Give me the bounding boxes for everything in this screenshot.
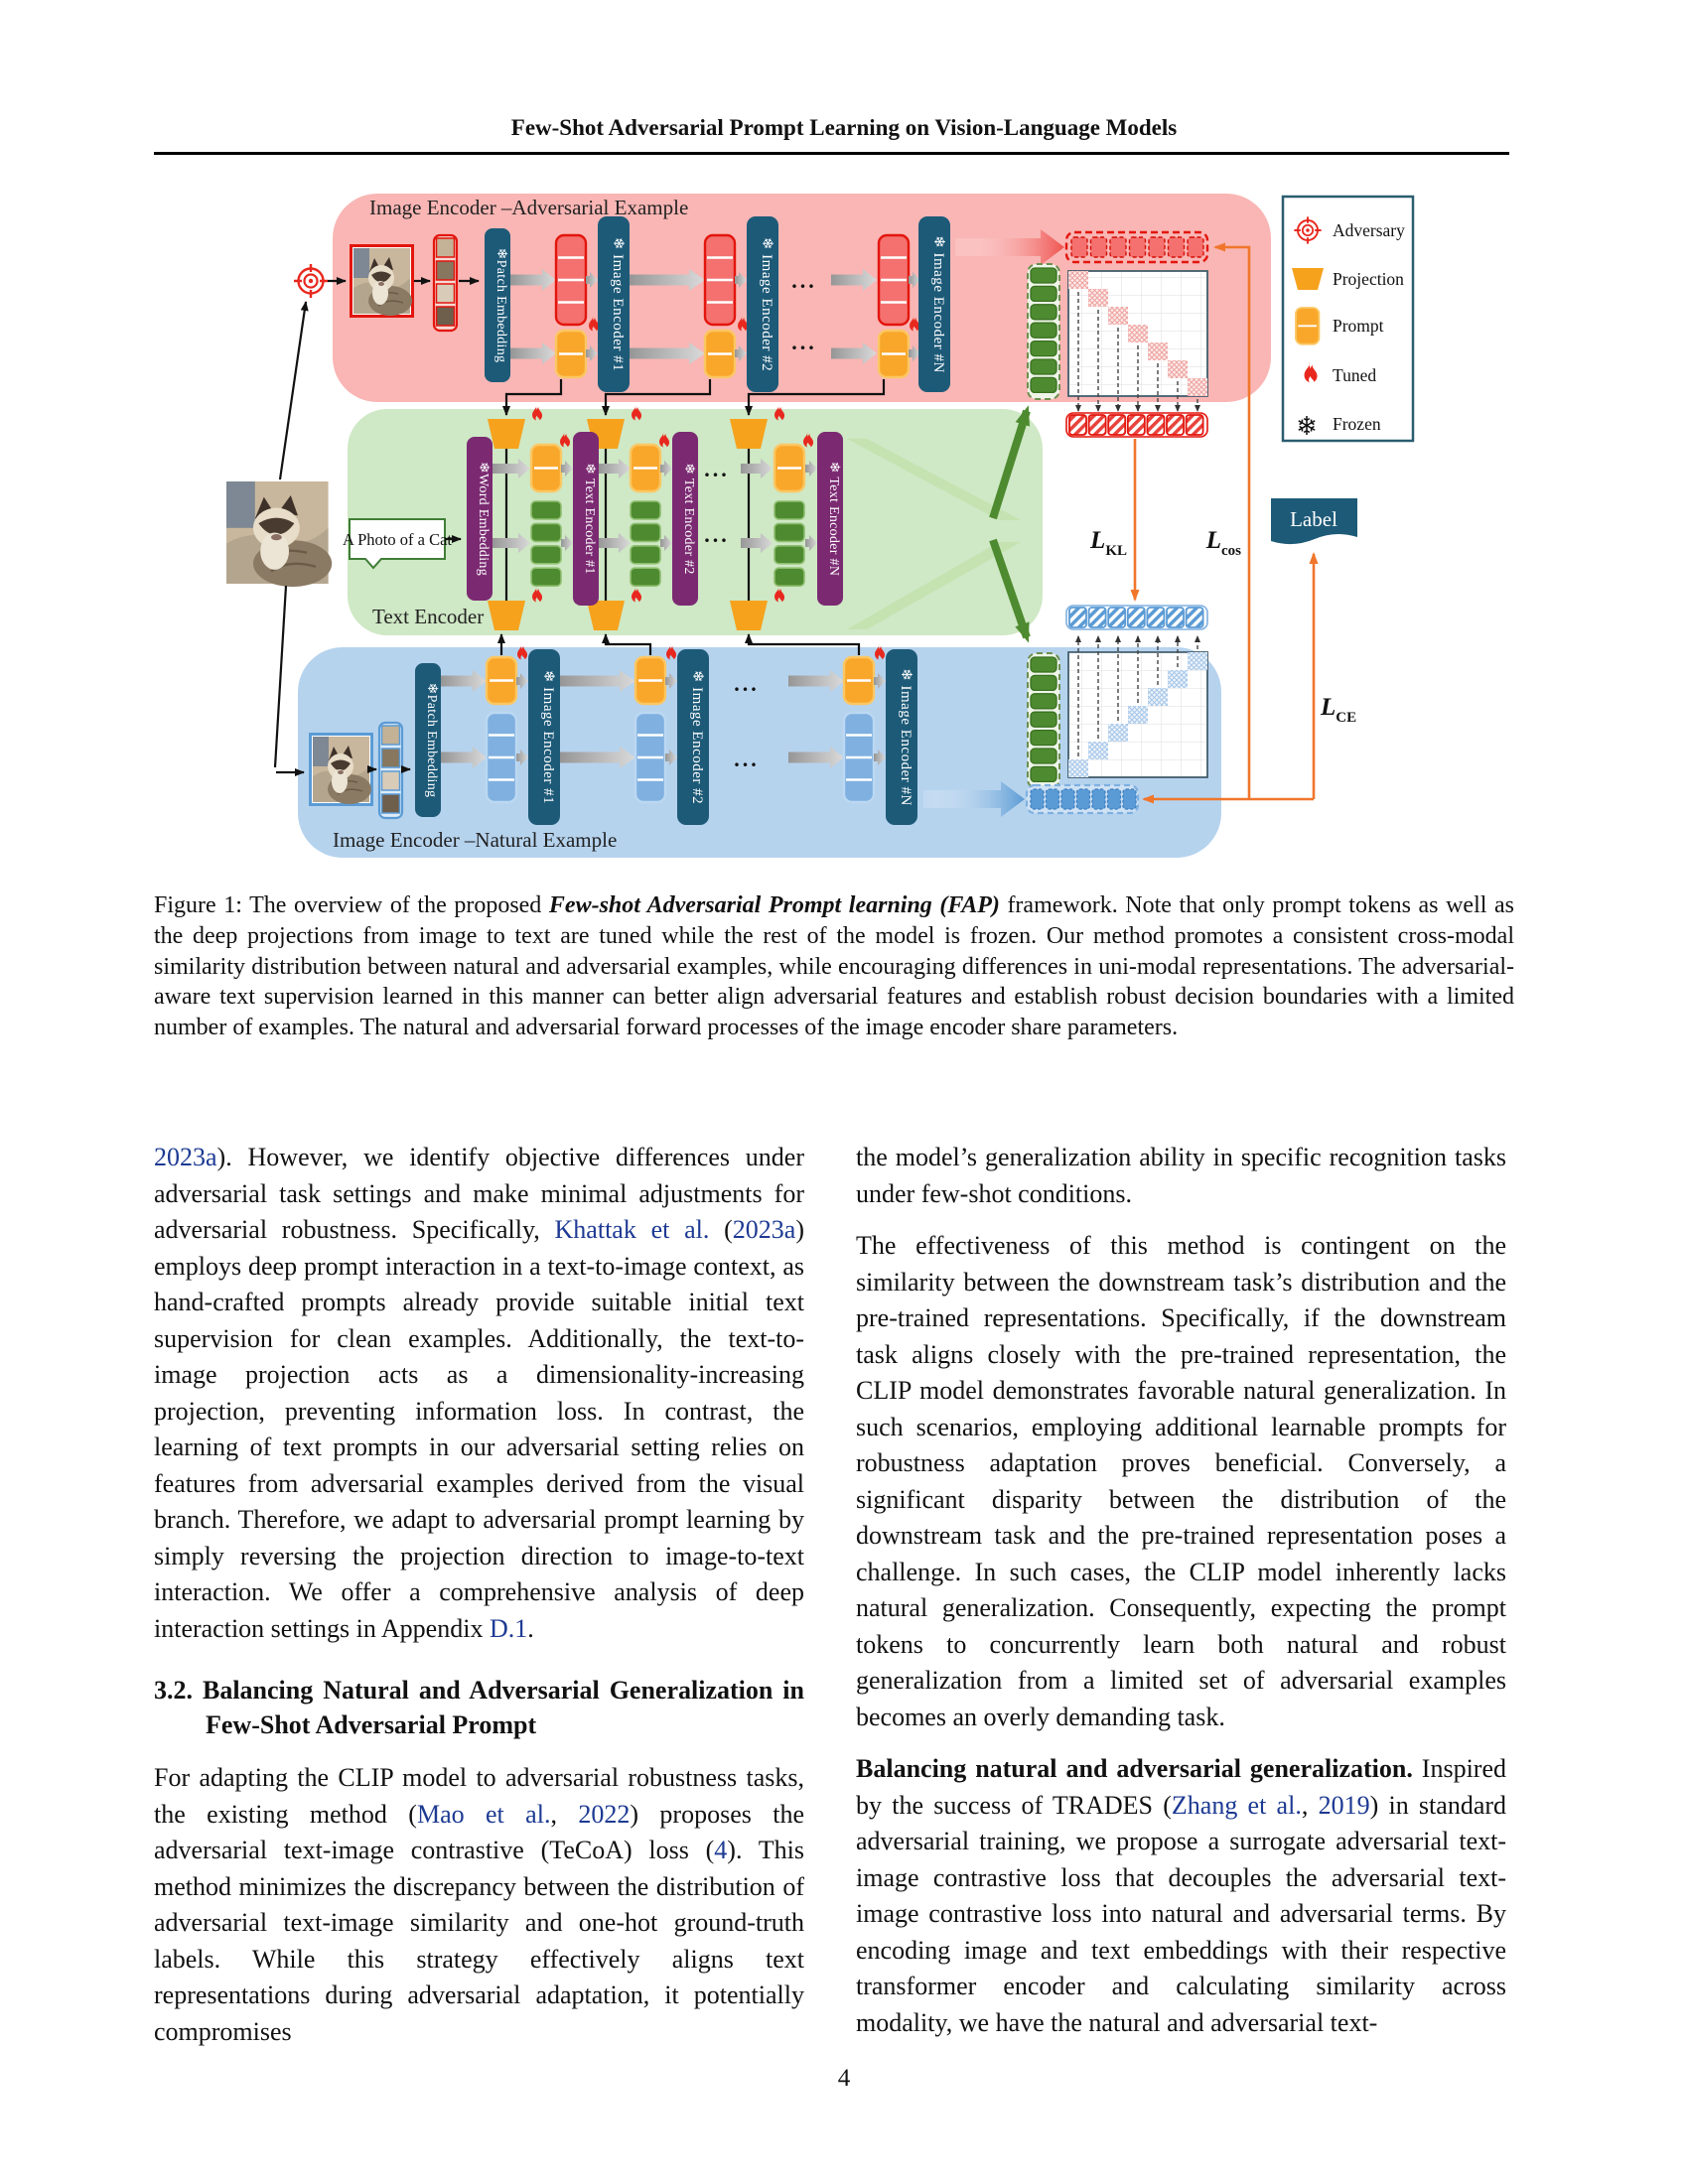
adversary-icon <box>292 262 330 300</box>
prompt-token <box>554 329 588 379</box>
loss-cos: Lcos <box>1205 527 1241 559</box>
label-banner <box>1271 498 1357 545</box>
natural-distribution-row <box>1065 605 1208 630</box>
citation-link[interactable]: 2019 <box>1318 1790 1370 1820</box>
right-column: the model’s generalization ability in sp… <box>856 1140 1506 2057</box>
ellipsis: ... <box>734 747 760 771</box>
natural-branch: ❄Patch Embedding ❄ Image Encoder #1 ❄ Im… <box>309 633 1025 825</box>
ellipsis: ... <box>734 671 760 696</box>
running-title: Few-Shot Adversarial Prompt Learning on … <box>510 115 1178 140</box>
legend-projection-label: Projection <box>1333 269 1404 289</box>
projection-trapezoid <box>488 601 525 630</box>
figure-legend: Adversary Projection Prompt Tuned ❄ Froz… <box>1281 195 1415 443</box>
paragraph: Balancing natural and adversarial genera… <box>856 1754 1507 2037</box>
citation-link[interactable]: Mao et al. <box>416 1799 551 1829</box>
snowflake-icon: ❄ <box>1296 412 1318 441</box>
citation-link[interactable]: 4 <box>714 1836 728 1864</box>
band-text-label: Text Encoder <box>372 605 484 628</box>
prompt-text-box <box>349 518 446 570</box>
word-embedding-label: ❄Word Embedding <box>476 462 491 576</box>
text-output-beam <box>847 439 1021 520</box>
text-encoder-n-label: ❄ Text Encoder #N <box>826 462 841 577</box>
text-embedding-column-nat <box>1027 652 1060 789</box>
text-encoder-2-box <box>672 432 698 606</box>
citation-link[interactable]: 2023a <box>154 1143 217 1171</box>
projection-trapezoid <box>587 601 625 630</box>
prompt-text-label: A Photo of a Cat <box>343 530 452 549</box>
figure-caption: Figure 1: The overview of the proposed F… <box>154 892 1515 1041</box>
text-encoder-2-label: ❄ Text Encoder #2 <box>681 463 696 574</box>
natural-embedding-row <box>1025 783 1140 815</box>
text-encoder-1-label: ❄ Text Encoder #1 <box>582 463 597 574</box>
patch-embedding-label: ❄Patch Embedding <box>424 683 439 798</box>
projection-trapezoid <box>488 419 525 449</box>
text-output-beam <box>847 542 1021 629</box>
projection-trapezoid <box>730 601 768 630</box>
input-image <box>224 479 334 589</box>
paragraph: The effectiveness of this method is cont… <box>856 1231 1506 1731</box>
image-encoder-n-label: ❄ Image Encoder #N <box>930 235 946 373</box>
image-encoder-n-box <box>886 649 917 825</box>
left-column: 2023a). However, we identify objective d… <box>154 1140 804 2066</box>
image-encoder-n-box <box>918 216 950 392</box>
image-encoder-1-label: ❄ Image Encoder #1 <box>540 670 556 804</box>
loss-kl: LKL <box>1089 527 1127 559</box>
citation-link[interactable]: 2023a <box>732 1215 796 1244</box>
image-encoder-1-box <box>598 216 630 392</box>
adversarial-tokens <box>554 233 588 327</box>
patch-embedding-box <box>415 663 441 817</box>
label-banner-text: Label <box>1290 507 1337 531</box>
ellipsis: ... <box>791 330 817 354</box>
image-encoder-2-box <box>747 216 778 392</box>
text-branch: A Photo of a Cat ❄Word Embedding ❄ Text <box>343 405 1031 643</box>
band-adversarial-label: Image Encoder –Adversarial Example <box>369 196 688 219</box>
prompt-icon <box>1295 307 1321 345</box>
ellipsis: ... <box>704 457 730 481</box>
adversarial-output-arrow <box>955 229 1064 265</box>
adversarial-image <box>352 247 413 317</box>
legend-tuned-label: Tuned <box>1333 365 1376 385</box>
image-encoder-2-label: ❄ Image Encoder #2 <box>689 670 705 804</box>
figure-1-diagram: Image Encoder –Adversarial Example Text … <box>224 194 1415 858</box>
natural-image <box>312 736 372 805</box>
adversarial-distribution-row <box>1065 412 1208 438</box>
citation-link[interactable]: Zhang et al. <box>1171 1790 1302 1820</box>
paragraph: 2023a). However, we identify objective d… <box>154 1143 804 1643</box>
natural-tokens <box>485 711 518 804</box>
image-encoder-1-label: ❄ Image Encoder #1 <box>610 237 626 371</box>
image-encoder-2-label: ❄ Image Encoder #2 <box>759 237 774 371</box>
adversarial-branch: ❄Patch Embedding ❄ Image Encoder #1 ❄ Im… <box>350 216 1064 416</box>
paragraph: For adapting the CLIP model to adversari… <box>154 1763 805 2046</box>
loss-ce: LCE <box>1320 694 1356 726</box>
band-natural-label: Image Encoder –Natural Example <box>333 828 617 852</box>
legend-prompt-label: Prompt <box>1333 316 1384 336</box>
text-encoder-1-box <box>573 432 599 606</box>
image-encoder-n-label: ❄ Image Encoder #N <box>898 668 914 806</box>
patch-embedding-box <box>485 228 510 382</box>
ellipsis: ... <box>704 522 730 547</box>
ellipsis: ... <box>791 268 817 293</box>
projection-icon <box>1292 268 1324 290</box>
page-number: 4 <box>837 2065 851 2092</box>
paragraph: the model’s generalization ability in sp… <box>856 1143 1506 1208</box>
legend-frozen-label: Frozen <box>1333 414 1381 434</box>
image-encoder-1-box <box>528 649 560 825</box>
patch-embedding-label: ❄Patch Embedding <box>493 248 508 363</box>
word-embedding-box <box>467 437 492 601</box>
similarity-matrix-adversarial <box>1067 270 1208 412</box>
citation-link[interactable]: 2022 <box>578 1799 631 1829</box>
legend-adversary-label: Adversary <box>1333 220 1405 240</box>
projection-trapezoid <box>730 419 768 449</box>
citation-link[interactable]: Khattak et al. <box>554 1215 710 1244</box>
section-heading-3-2: 3.2. Balancing Natural and Adversarial G… <box>154 1676 804 1739</box>
text-encoder-n-box <box>817 432 843 606</box>
adversarial-embedding-row <box>1064 230 1209 264</box>
citation-link[interactable]: D.1 <box>489 1613 528 1643</box>
natural-output-arrow <box>923 781 1025 817</box>
text-embedding-column-adv <box>1027 263 1060 400</box>
similarity-matrix-natural <box>1067 635 1208 778</box>
image-encoder-2-box <box>677 649 709 825</box>
header-rule <box>154 152 1509 155</box>
